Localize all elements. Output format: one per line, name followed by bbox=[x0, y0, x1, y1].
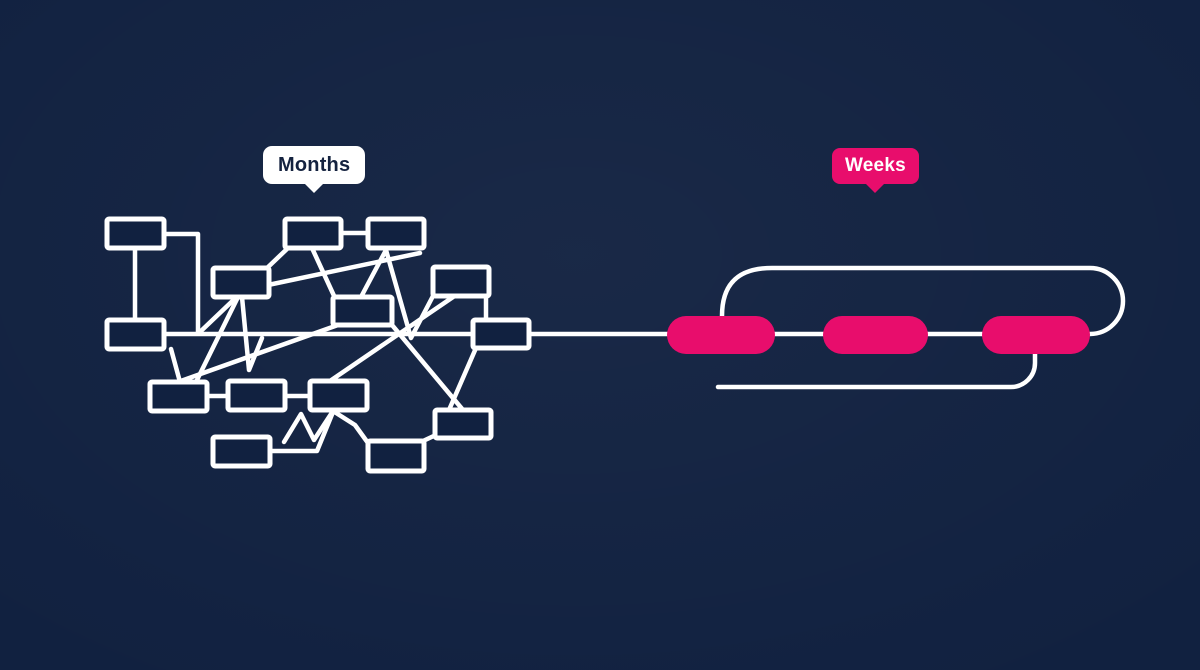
process-box bbox=[430, 264, 492, 299]
milestone-pill bbox=[823, 316, 928, 354]
connector-line bbox=[161, 231, 201, 335]
process-box bbox=[210, 265, 272, 300]
connector-line bbox=[175, 322, 341, 385]
process-box bbox=[470, 317, 532, 351]
connector-line bbox=[309, 245, 338, 301]
weeks-label-bubble: Weeks bbox=[832, 148, 919, 193]
connector-line bbox=[389, 322, 466, 413]
process-box bbox=[432, 407, 494, 441]
connector-line bbox=[239, 294, 265, 373]
process-box bbox=[365, 216, 427, 251]
months-label-bubble: Months bbox=[263, 146, 366, 193]
process-box bbox=[225, 378, 288, 413]
connector-line bbox=[168, 346, 183, 385]
process-box bbox=[104, 317, 167, 352]
flow-path bbox=[715, 351, 1038, 390]
process-box bbox=[365, 438, 427, 474]
flow-path bbox=[719, 265, 1126, 337]
connector-line bbox=[327, 292, 459, 384]
flow-pills bbox=[667, 316, 1090, 354]
process-box bbox=[282, 216, 344, 251]
process-box bbox=[307, 378, 370, 413]
connector-line bbox=[267, 409, 336, 454]
connector-line bbox=[265, 250, 423, 288]
months-label: Months bbox=[278, 153, 351, 176]
milestone-pill bbox=[667, 316, 775, 354]
process-box bbox=[104, 216, 167, 251]
connector-line bbox=[281, 408, 371, 446]
connector-line bbox=[193, 294, 241, 385]
tangle-edges bbox=[132, 230, 1126, 454]
process-box bbox=[330, 294, 395, 328]
process-box bbox=[210, 434, 273, 469]
tangle-boxes bbox=[104, 216, 532, 474]
process-box bbox=[147, 379, 210, 414]
milestone-pill bbox=[982, 316, 1090, 354]
weeks-label: Weeks bbox=[845, 155, 906, 176]
